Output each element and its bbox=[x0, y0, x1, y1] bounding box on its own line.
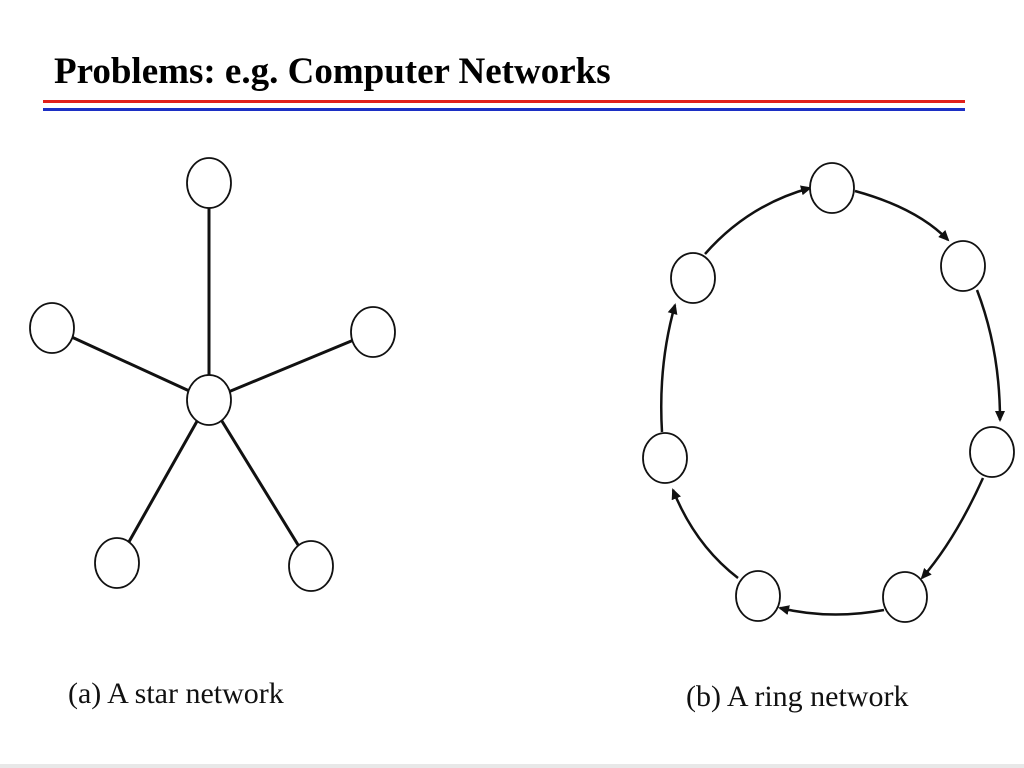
ring-node-bottom-right bbox=[882, 571, 928, 623]
star-node-top bbox=[186, 157, 232, 209]
star-node-bottom-left bbox=[94, 537, 140, 589]
ring-node-upper-right bbox=[940, 240, 986, 292]
star-node-center bbox=[186, 374, 232, 426]
star-edge-right bbox=[207, 330, 375, 402]
star-node-right bbox=[350, 306, 396, 358]
star-node-bottom-right bbox=[288, 540, 334, 592]
title-rule-red bbox=[43, 100, 965, 103]
ring-edge-upper-left-to-top bbox=[704, 185, 812, 255]
ring-node-upper-left bbox=[670, 252, 716, 304]
ring-node-right bbox=[969, 426, 1015, 478]
ring-node-bottom-left bbox=[735, 570, 781, 622]
slide-title: Problems: e.g. Computer Networks bbox=[54, 51, 611, 92]
star-edge-bottom-left bbox=[115, 398, 211, 565]
ring-edge-right-to-bottom-right bbox=[920, 477, 985, 580]
bottom-divider bbox=[0, 764, 1024, 768]
star-network: (a) A star network bbox=[29, 157, 396, 710]
ring-edge-bottom-right-to-bottom-left bbox=[778, 605, 885, 616]
ring-node-left bbox=[642, 432, 688, 484]
ring-network: (b) A ring network bbox=[642, 162, 1015, 713]
star-node-left bbox=[29, 302, 75, 354]
ring-edge-upper-right-to-right bbox=[975, 289, 1005, 422]
star-caption: (a) A star network bbox=[68, 677, 284, 710]
star-edge-bottom-right bbox=[207, 398, 313, 568]
ring-caption: (b) A ring network bbox=[686, 680, 908, 713]
title-rule-blue bbox=[43, 108, 965, 111]
ring-edge-left-to-upper-left bbox=[660, 303, 678, 433]
ring-node-top bbox=[809, 162, 855, 214]
star-edge-left bbox=[50, 326, 211, 402]
ring-edge-top-to-upper-right bbox=[854, 189, 950, 242]
ring-edge-bottom-left-to-left bbox=[671, 488, 739, 579]
